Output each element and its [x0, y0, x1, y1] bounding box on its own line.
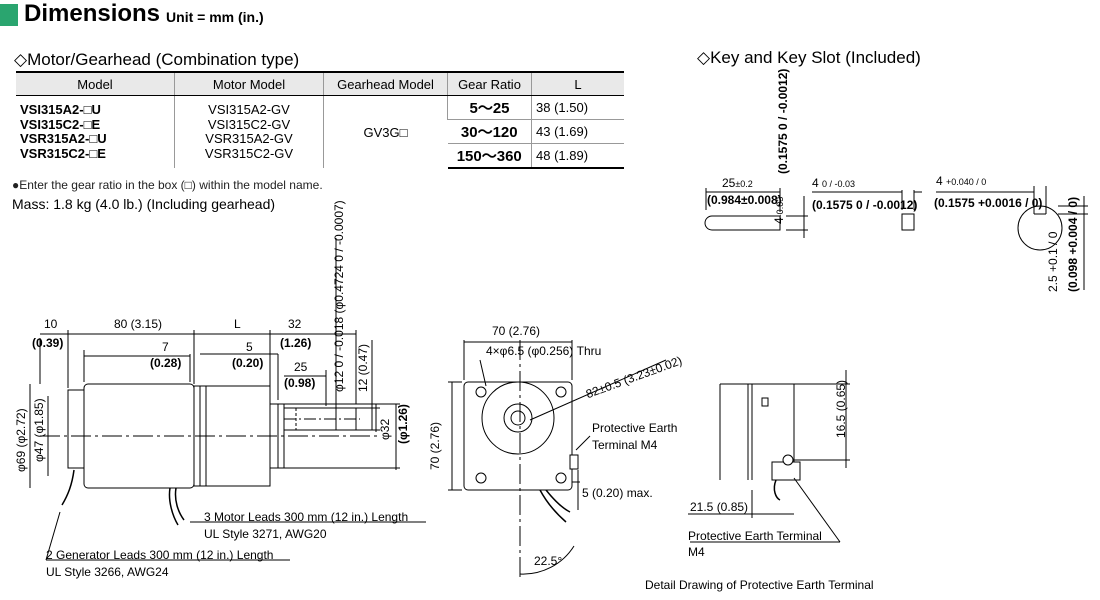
- motor-model-list: VSI315A2-GV VSI315C2-GV VSR315A2-GV VSR3…: [174, 95, 324, 168]
- front-height: 70 (2.76): [428, 421, 442, 470]
- model-name: VSR315A2-□U: [20, 131, 107, 146]
- detail-21-5: 21.5 (0.85): [690, 500, 749, 514]
- dim-7-inch: (0.28): [150, 356, 182, 370]
- mounting-holes: 4×φ6.5 (φ0.256) Thru: [486, 344, 602, 358]
- front-pe-terminal-m4: Terminal M4: [592, 438, 658, 452]
- key-height-label: 4-0.03: [772, 197, 786, 224]
- key-length-inch: (0.984±0.008): [707, 193, 782, 207]
- key-width: 4: [812, 176, 819, 190]
- generator-leads-label: 2 Generator Leads 300 mm (12 in.) Length: [46, 548, 274, 562]
- col-length: L: [531, 71, 624, 96]
- detail-pe-label: Protective Earth Terminal: [688, 529, 822, 543]
- front-angle: 22.5°: [534, 554, 563, 568]
- detail-caption: Detail Drawing of Protective Earth Termi…: [645, 578, 874, 592]
- detail-pe-label-m4: M4: [688, 545, 705, 559]
- gear-ratio-note: ●Enter the gear ratio in the box (□) wit…: [12, 178, 323, 192]
- slot-width-label: 4 +0.040 / 0: [936, 174, 986, 188]
- generator-leads-style: UL Style 3266, AWG24: [46, 565, 169, 579]
- key-width-label: 4 0 / -0.03: [812, 176, 855, 190]
- dim-80: 80 (3.15): [114, 317, 163, 331]
- motor-leads-style: UL Style 3271, AWG20: [204, 527, 327, 541]
- spec-table-header: Model Motor Model Gearhead Model Gear Ra…: [16, 71, 624, 96]
- gearhead-model: GV3G□: [323, 95, 448, 168]
- key-width-tol: 0 / -0.03: [822, 179, 856, 189]
- length-value: 38 (1.50): [531, 95, 624, 120]
- dim-L: L: [234, 317, 241, 331]
- motor-model-name: VSI315C2-GV: [207, 116, 291, 132]
- dim-10-inch: (0.39): [32, 336, 64, 350]
- model-list: VSI315A2-□U VSI315C2-□E VSR315A2-□U VSR3…: [16, 96, 175, 169]
- key-length-tol: ±0.2: [735, 179, 753, 189]
- dim-7: 7: [162, 340, 169, 354]
- detail-16-5: 16.5 (0.65): [834, 379, 848, 438]
- length-value: 48 (1.89): [531, 143, 624, 169]
- table-row: VSI315A2-□U VSI315C2-□E VSR315A2-□U VSR3…: [16, 95, 624, 168]
- mass-label: Mass: 1.8 kg (4.0 lb.) (Including gearhe…: [12, 196, 276, 212]
- dim-5: 5: [246, 340, 253, 354]
- table-row: 30～120 43 (1.69): [16, 119, 624, 144]
- front-pe-terminal: Protective Earth: [592, 421, 678, 435]
- key-width-inch: (0.1575 0 / -0.0012): [812, 198, 918, 212]
- dia-32: φ32: [378, 418, 392, 440]
- col-motor-model: Motor Model: [174, 71, 324, 96]
- motor-leads-label: 3 Motor Leads 300 mm (12 in.) Length: [204, 510, 409, 524]
- detail-view-drawing: [688, 370, 850, 543]
- dim-32: 32: [288, 317, 302, 331]
- key-section-heading: ◇Key and Key Slot (Included): [697, 48, 921, 67]
- dim-12: 12 (0.47): [356, 343, 370, 392]
- dim-10: 10: [44, 317, 58, 331]
- slot-width-tol: +0.040 / 0: [946, 177, 987, 187]
- gear-ratio: 150～360: [447, 143, 532, 169]
- model-name: VSI315A2-□U: [20, 102, 101, 117]
- table-row: 150～360 48 (1.89): [16, 143, 624, 169]
- col-model: Model: [16, 71, 175, 96]
- dim-32-inch: (1.26): [280, 336, 312, 350]
- dia-32-inch: (φ1.26): [396, 404, 410, 444]
- model-name: VSI315C2-□E: [20, 116, 101, 132]
- gear-ratio: 5～25: [447, 95, 532, 120]
- title-accent-square: [0, 4, 18, 26]
- slot-width: 4: [936, 174, 943, 188]
- model-name: VSR315C2-□E: [20, 145, 106, 161]
- motor-model-name: VSR315C2-GV: [204, 145, 294, 161]
- key-height-tol: -0.03: [775, 196, 785, 218]
- spec-table: Model Motor Model Gearhead Model Gear Ra…: [16, 71, 624, 169]
- slot-depth-label: 2.5 +0.1 / 0: [1046, 231, 1060, 292]
- col-gear-ratio: Gear Ratio: [447, 71, 532, 96]
- length-value: 43 (1.69): [531, 119, 624, 144]
- dim-25: 25: [294, 360, 308, 374]
- gear-ratio: 30～120: [447, 119, 532, 144]
- motor-section-heading: ◇Motor/Gearhead (Combination type): [14, 50, 300, 69]
- key-height: 4: [772, 217, 786, 224]
- front-view-drawing: [448, 340, 667, 580]
- front-offset: 5 (0.20) max.: [582, 486, 653, 500]
- page-header: Dimensions Unit = mm (in.): [0, 0, 264, 26]
- dim-5-inch: (0.20): [232, 356, 264, 370]
- motor-model-name: VSR315A2-GV: [205, 131, 293, 146]
- key-length-label: 25±0.2: [722, 176, 753, 190]
- col-gearhead-model: Gearhead Model: [323, 71, 448, 96]
- key-drawing: [704, 186, 1088, 290]
- motor-model-name: VSI315A2-GV: [208, 102, 290, 117]
- dia-69: φ69 (φ2.72): [14, 408, 28, 472]
- key-length: 25: [722, 176, 736, 190]
- dia-47: φ47 (φ1.85): [32, 398, 46, 462]
- shaft-diameter: φ12 0 / -0.018 (φ0.4724 0 / -0.0007): [332, 200, 346, 392]
- front-width: 70 (2.76): [492, 324, 541, 338]
- slot-width-inch: (0.1575 +0.0016 / 0): [934, 196, 1043, 210]
- page-title: Dimensions: [24, 0, 161, 27]
- dim-25-inch: (0.98): [284, 376, 316, 390]
- side-view-drawing: [29, 238, 426, 561]
- slot-depth-inch: (0.098 +0.004 / 0): [1066, 196, 1080, 292]
- unit-label: Unit = mm (in.): [166, 9, 264, 25]
- key-height-inch: (0.1575 0 / -0.0012): [776, 68, 790, 174]
